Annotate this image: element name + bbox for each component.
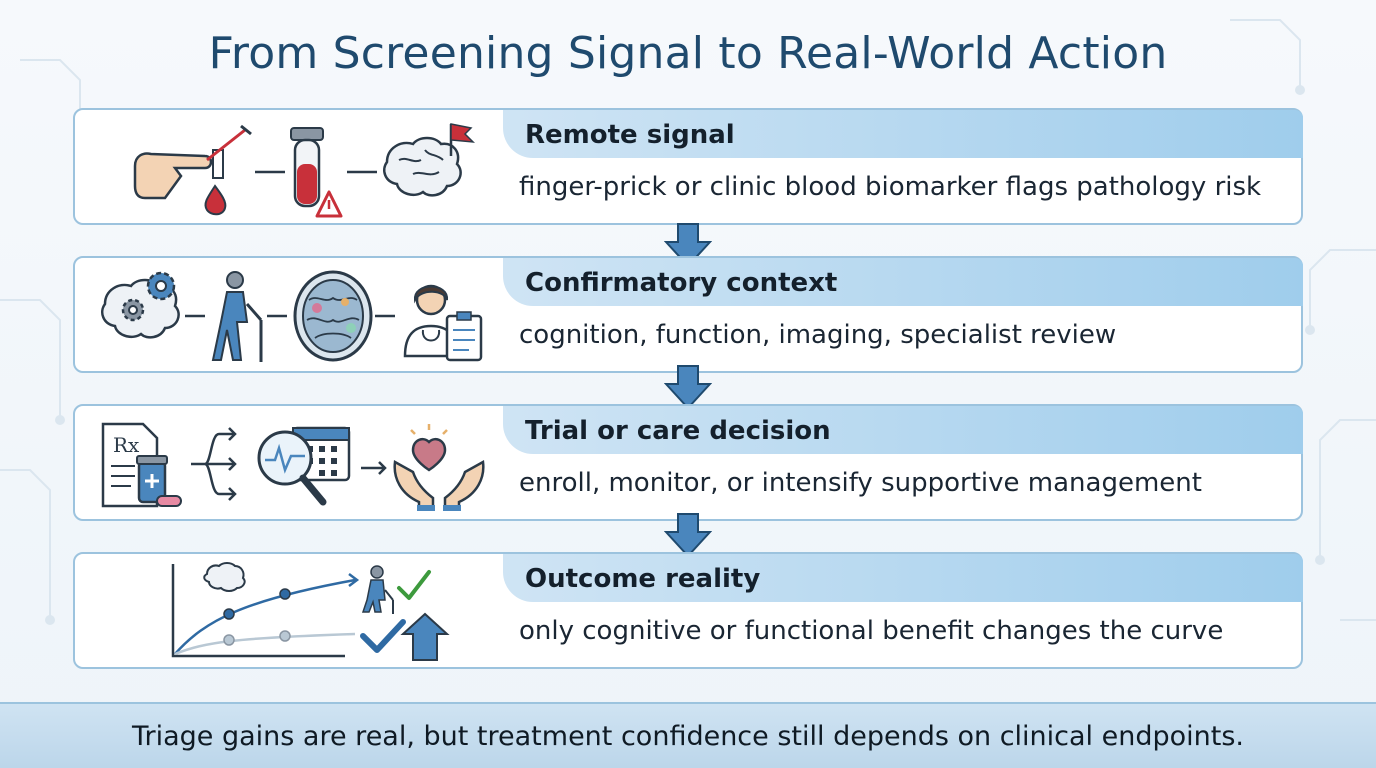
step-1-icon-strip [133, 123, 475, 218]
prescription-icon: Rx [101, 422, 182, 508]
step-4-header: Outcome reality [503, 554, 1303, 602]
footer-text: Triage gains are real, but treatment con… [131, 721, 1245, 752]
flow-arrow-down-icon [664, 223, 712, 268]
step-remote-signal: Remote signal finger-prick or clinic blo… [73, 108, 1303, 225]
step-1-header: Remote signal [503, 110, 1303, 158]
step-2-description: cognition, function, imaging, specialist… [519, 320, 1117, 350]
blood-tube-warning-icon [290, 127, 343, 218]
step-4-heading: Outcome reality [525, 564, 761, 594]
step-3-heading: Trial or care decision [525, 416, 831, 446]
outcome-curve-icon [171, 562, 360, 658]
brain-flag-icon [383, 123, 475, 197]
rx-symbol: Rx [113, 433, 140, 457]
magnifier-calendar-icon [257, 426, 351, 506]
walking-person-check-icon [361, 565, 431, 614]
step-2-header: Confirmatory context [503, 258, 1303, 306]
flow-arrow-down-icon [664, 365, 712, 410]
step-1-heading: Remote signal [525, 120, 735, 150]
step-2-icon-strip [101, 270, 483, 362]
hands-heart-icon [393, 424, 485, 511]
step-confirmatory-context: Confirmatory context cognition, function… [73, 256, 1303, 373]
page-title: From Screening Signal to Real-World Acti… [208, 28, 1168, 79]
step-2-heading: Confirmatory context [525, 268, 838, 298]
doctor-clipboard-icon [403, 284, 483, 362]
check-arrow-up-icon [360, 612, 450, 661]
step-outcome-reality: Outcome reality only cognitive or functi… [73, 552, 1303, 669]
step-3-description: enroll, monitor, or intensify supportive… [519, 468, 1202, 498]
footer-banner: Triage gains are real, but treatment con… [0, 702, 1376, 768]
step-4-description: only cognitive or functional benefit cha… [519, 616, 1224, 646]
step-1-description: finger-prick or clinic blood biomarker f… [519, 172, 1262, 202]
step-4-icon-strip [171, 562, 450, 661]
step-3-header: Trial or care decision [503, 406, 1303, 454]
branch-arrows-icon [191, 427, 237, 501]
step-trial-or-care-decision: Rx [73, 404, 1303, 521]
step-3-icon-strip: Rx [101, 422, 485, 511]
brain-scan-icon [293, 270, 373, 362]
brain-gears-icon [101, 271, 180, 339]
finger-prick-icon [133, 124, 252, 216]
walking-person-icon [211, 271, 263, 362]
arrow-right-icon [361, 461, 387, 475]
flow-arrow-down-icon [664, 513, 712, 558]
